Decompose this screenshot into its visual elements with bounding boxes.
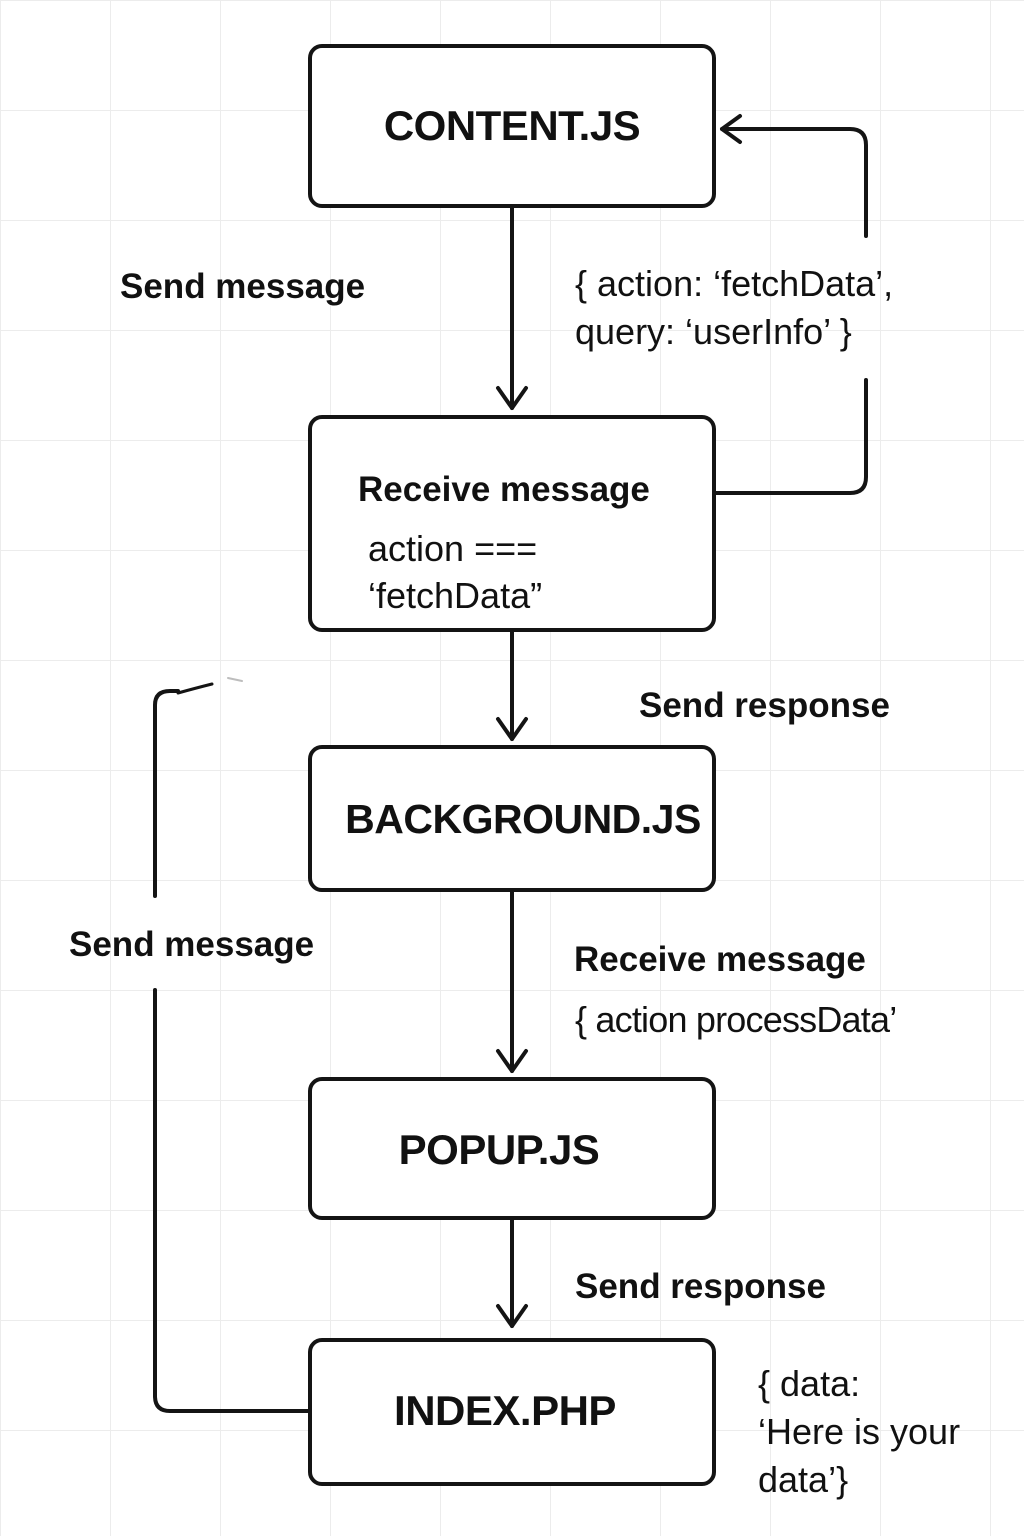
loop-receive-to-content-upper <box>720 127 868 238</box>
arrowhead-background-to-popup <box>496 1049 528 1073</box>
popup-js-node: POPUP.JS <box>308 1077 716 1220</box>
receive-message-node: Receive message action === ‘fetchData” <box>308 415 716 632</box>
arrowhead-content-to-receive <box>496 386 528 410</box>
fetch-payload-line-2: query: ‘userInfo’ } <box>575 311 852 352</box>
loop-index-left-lower <box>153 988 310 1413</box>
data-payload-line-2: ‘Here is your <box>758 1411 961 1452</box>
arrowhead-loop-to-content <box>720 114 742 144</box>
receive-message-title: Receive message <box>358 470 650 509</box>
receive-message-label: Receive message <box>574 940 866 979</box>
send-message-label-left: Send message <box>69 925 315 964</box>
send-response-label-bottom: Send response <box>575 1267 826 1306</box>
fetch-payload-line-1: { action: ‘fetchData’, <box>575 263 894 304</box>
loop-receive-to-content-lower <box>714 378 868 495</box>
arrowhead-receive-to-background <box>496 717 528 741</box>
content-js-node: CONTENT.JS <box>308 44 716 208</box>
send-response-label-top: Send response <box>639 686 890 725</box>
receive-condition-line-2: ‘fetchData” <box>368 575 543 616</box>
loop-left-stroke-tip <box>176 682 214 695</box>
receive-condition-line-1: action === <box>368 528 538 569</box>
loop-left-stroke-fade <box>227 677 243 682</box>
data-payload-line-1: { data: <box>758 1363 861 1404</box>
content-js-title: CONTENT.JS <box>383 102 641 149</box>
background-js-title: BACKGROUND.JS <box>345 796 701 842</box>
process-payload: { action processData’ <box>575 999 897 1040</box>
loop-index-left-upper <box>153 689 180 898</box>
send-message-label-top: Send message <box>120 267 366 306</box>
data-payload-line-3: data’} <box>758 1459 849 1500</box>
index-php-title: INDEX.PHP <box>394 1387 616 1434</box>
arrowhead-popup-to-index <box>496 1304 528 1328</box>
popup-js-title: POPUP.JS <box>398 1126 600 1173</box>
background-js-node: BACKGROUND.JS <box>308 745 716 892</box>
index-php-node: INDEX.PHP <box>308 1338 716 1486</box>
